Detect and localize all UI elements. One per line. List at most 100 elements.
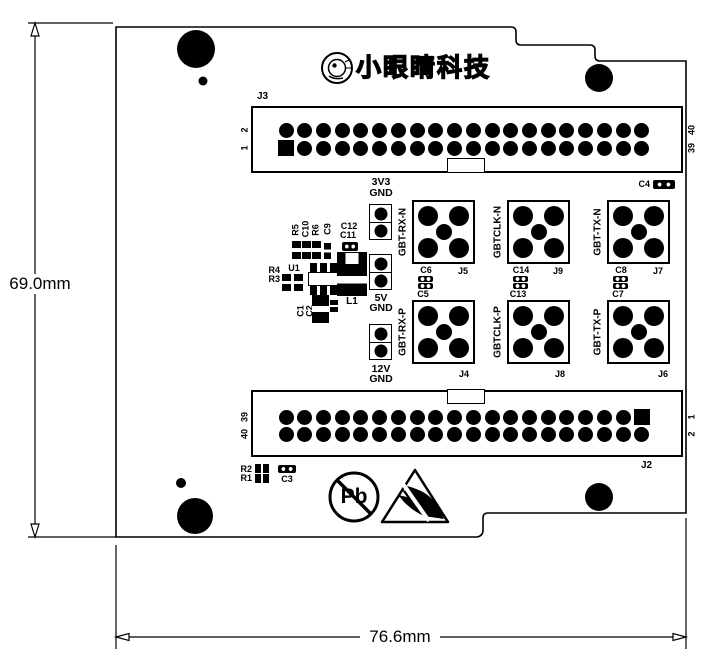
capacitor-c10 — [302, 241, 311, 259]
signal-label: GBT-RX-N — [397, 207, 409, 257]
pin-pad — [334, 409, 350, 425]
header-pin — [370, 255, 391, 272]
pin-pad — [278, 426, 294, 442]
board-outline — [115, 26, 687, 538]
sma-pad — [630, 324, 647, 340]
capacitor-c1-c2 — [312, 295, 329, 323]
pin-pad — [559, 409, 575, 425]
sma-pad — [613, 306, 633, 326]
pin-pad — [503, 409, 519, 425]
pin-pad — [372, 122, 388, 138]
pin-pad — [615, 140, 631, 156]
pin-pad — [372, 140, 388, 156]
capacitor-c4 — [653, 180, 675, 189]
pin-pad — [278, 122, 294, 138]
pin-pad — [615, 409, 631, 425]
sma-pad — [418, 238, 438, 258]
resistor-r6 — [312, 241, 321, 259]
cap-ref-label: C14 — [512, 265, 530, 275]
j3-right-top-pin-label: 40 — [686, 124, 697, 136]
pin-pad — [465, 426, 481, 442]
ref-label-l1: L1 — [346, 296, 358, 307]
pin-pad — [315, 409, 331, 425]
signal-label: GBTCLK-N — [492, 205, 504, 259]
sma-pad — [630, 224, 647, 240]
pin-pad — [447, 409, 463, 425]
coupling-caps — [513, 276, 528, 290]
pin-pad — [634, 122, 650, 138]
mounting-holes — [176, 30, 613, 534]
ref-label-r6: R6 — [310, 224, 321, 236]
ref-label-c4: C4 — [638, 179, 650, 189]
pin-pad — [540, 426, 556, 442]
pin-pad — [540, 409, 556, 425]
pin-pad — [578, 140, 594, 156]
pin-pad — [578, 409, 594, 425]
dim-height-label: 69.0mm — [0, 274, 80, 294]
pin-pad — [634, 426, 650, 442]
label-gnd-2: GND — [369, 302, 393, 314]
pin-pad — [315, 122, 331, 138]
sma-pad — [435, 324, 452, 340]
pin-pad — [484, 426, 500, 442]
sma-pad — [613, 238, 633, 258]
resistor-r1 — [255, 474, 269, 483]
sma-pad-array — [607, 300, 670, 364]
pin-pad — [334, 426, 350, 442]
port-ref-label: J9 — [552, 266, 563, 276]
sma-pad — [644, 206, 664, 226]
pb-free-label: Pb — [340, 485, 368, 508]
sma-port-j5: GBT-RX-N C6 J5 C5 — [398, 200, 482, 300]
signal-label: GBT-TX-P — [592, 308, 604, 356]
sma-pad — [644, 338, 664, 358]
sma-pad — [435, 224, 452, 240]
pin-pad — [521, 409, 537, 425]
capacitor-c3 — [278, 465, 296, 473]
pin-pad — [484, 409, 500, 425]
pin-pad — [503, 122, 519, 138]
resistor-r5 — [292, 241, 301, 259]
pin-pad — [353, 426, 369, 442]
label-5v: 5V — [374, 292, 388, 304]
coupling-caps — [613, 276, 628, 290]
pin-pad — [315, 140, 331, 156]
pin-pad — [465, 122, 481, 138]
capacitor — [613, 283, 628, 289]
pin-pad — [447, 122, 463, 138]
j3-left-bottom-pin-label: 1 — [239, 145, 250, 151]
sma-pad — [513, 206, 533, 226]
capacitor-c11 — [342, 242, 358, 251]
pin-pad — [615, 426, 631, 442]
j2-left-bottom-pin-label: 40 — [239, 428, 250, 440]
port-ref-label: J5 — [457, 266, 468, 276]
sma-pad — [544, 306, 564, 326]
sma-port-j7: GBT-TX-N C8 J7 C7 — [593, 200, 677, 300]
pin-pad — [634, 140, 650, 156]
connector-j3 — [251, 106, 683, 173]
pin-pad — [390, 409, 406, 425]
pin-pad — [409, 426, 425, 442]
sma-pad — [449, 238, 469, 258]
j2-orientation-notch — [447, 389, 485, 404]
capacitor-c9 — [324, 243, 331, 259]
ref-label-u1: U1 — [288, 263, 300, 273]
header-pin — [370, 325, 391, 342]
j3-right-bottom-pin-label: 39 — [686, 142, 697, 154]
power-header-12v — [369, 324, 392, 360]
pin-pad — [334, 140, 350, 156]
pin-pad — [297, 122, 313, 138]
pin-pad — [559, 426, 575, 442]
sma-pad — [544, 338, 564, 358]
pin-pad — [278, 409, 294, 425]
sma-pad — [449, 206, 469, 226]
ref-label-r4: R4 — [268, 265, 280, 275]
ref-label-c9: C9 — [322, 223, 333, 235]
pin-pad — [409, 409, 425, 425]
pin-pad — [596, 122, 612, 138]
pin-pad — [297, 409, 313, 425]
pin-pad — [559, 122, 575, 138]
j2-ref-label: J2 — [641, 460, 653, 471]
port-ref-label: J7 — [652, 266, 663, 276]
j3-orientation-notch — [447, 158, 485, 173]
